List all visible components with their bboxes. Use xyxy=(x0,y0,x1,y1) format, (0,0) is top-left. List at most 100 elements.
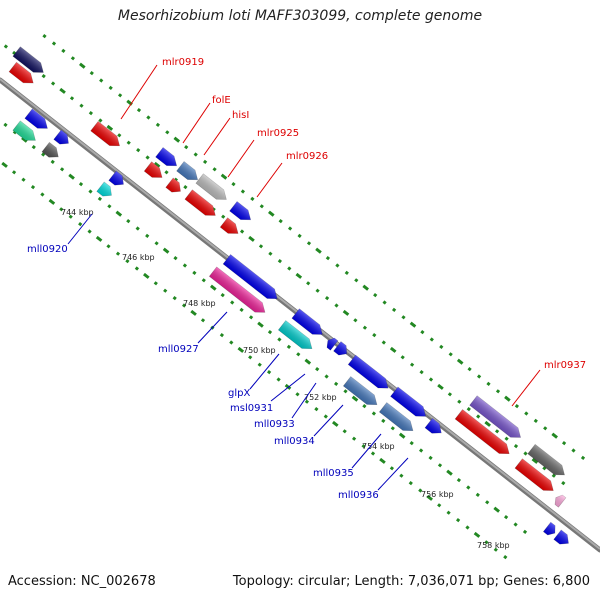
tick-mark xyxy=(533,418,538,424)
tick-mark xyxy=(362,403,367,409)
tick-mark xyxy=(495,389,501,394)
gene-label-mll0935[interactable]: mll0935 xyxy=(313,468,354,479)
tick-mark xyxy=(89,70,94,76)
tick-mark xyxy=(446,510,451,515)
tick-mark xyxy=(268,210,275,217)
gene-label-mlr0937[interactable]: mlr0937 xyxy=(544,360,586,371)
tick-mark xyxy=(193,152,198,157)
tick-mark xyxy=(315,247,322,254)
tick-mark xyxy=(257,321,264,328)
gene-label-folE[interactable]: folE xyxy=(212,95,231,106)
gene-arrow[interactable] xyxy=(552,493,567,508)
gene-arrow[interactable] xyxy=(553,529,572,548)
gene-arrow[interactable] xyxy=(390,386,430,421)
gene-arrow[interactable] xyxy=(41,141,62,161)
tick-mark xyxy=(268,251,273,256)
gene-label-mlr0925[interactable]: mlr0925 xyxy=(257,128,299,139)
tick-mark xyxy=(200,318,206,323)
plus-strand-labels: mlr0919 folE hisI mlr0925 mlr0926 mlr093… xyxy=(162,57,586,371)
gene-label-glpX[interactable]: glpX xyxy=(228,388,250,399)
gene-arrow[interactable] xyxy=(542,521,558,538)
gene-arrow-shade xyxy=(155,147,177,166)
tick-mark xyxy=(21,136,28,143)
tick-mark xyxy=(296,352,301,357)
gene-label-mll0927[interactable]: mll0927 xyxy=(158,344,199,355)
gene-label-msl0931[interactable]: msl0931 xyxy=(230,403,273,414)
gene-arrow[interactable] xyxy=(24,108,51,133)
tick-mark xyxy=(391,307,397,313)
gene-arrow[interactable] xyxy=(378,402,416,436)
tick-mark xyxy=(258,244,264,249)
tick-mark xyxy=(465,525,470,530)
gene-arrow[interactable] xyxy=(96,181,115,200)
tick-mark xyxy=(484,540,489,545)
tick-mark xyxy=(351,436,357,441)
gene-arrow[interactable] xyxy=(108,170,127,189)
gene-arrow-shade xyxy=(42,142,59,158)
tick-mark xyxy=(108,85,113,91)
gene-label-mll0934[interactable]: mll0934 xyxy=(274,436,315,447)
gene-arrow[interactable] xyxy=(165,177,184,196)
gene-label-hisI[interactable]: hisI xyxy=(232,110,249,121)
gene-arrow[interactable] xyxy=(514,458,557,496)
gene-arrow[interactable] xyxy=(229,201,255,224)
gene-arrow-shade xyxy=(144,161,163,178)
gene-label-mlr0919[interactable]: mlr0919 xyxy=(162,57,204,68)
gene-arrow-shade xyxy=(455,409,510,454)
tick-mark xyxy=(106,124,114,131)
tick-mark xyxy=(42,33,47,39)
tick-mark xyxy=(389,466,395,471)
tick-mark xyxy=(126,140,131,145)
gene-arrow[interactable] xyxy=(184,189,219,220)
gene-arrow[interactable] xyxy=(176,161,202,184)
gene-features xyxy=(8,46,572,548)
tick-mark xyxy=(371,411,377,416)
tick-mark xyxy=(400,355,405,360)
gene-arrow-shade xyxy=(12,120,36,141)
gene-arrow[interactable] xyxy=(324,336,339,351)
tick-mark xyxy=(381,340,386,345)
gene-arrow[interactable] xyxy=(347,354,392,393)
tick-mark xyxy=(125,258,130,264)
tick-mark xyxy=(250,196,255,202)
gene-arrow[interactable] xyxy=(333,341,351,359)
gene-label-mll0933[interactable]: mll0933 xyxy=(254,419,295,430)
gene-arrow[interactable] xyxy=(90,120,124,150)
tick-mark xyxy=(504,436,509,441)
gene-label-mlr0926[interactable]: mlr0926 xyxy=(286,151,328,162)
gene-arrow[interactable] xyxy=(155,147,181,170)
tick-mark xyxy=(514,403,520,409)
gene-label-mll0920[interactable]: mll0920 xyxy=(27,244,68,255)
tick-mark xyxy=(315,366,320,372)
tick-mark xyxy=(389,346,397,353)
gene-label-mll0936[interactable]: mll0936 xyxy=(338,490,379,501)
gene-arrow[interactable] xyxy=(12,120,39,145)
gene-arrow[interactable] xyxy=(143,161,166,183)
gene-arrow[interactable] xyxy=(291,308,326,339)
gene-arrow[interactable] xyxy=(12,46,47,77)
gene-arrow[interactable] xyxy=(277,320,315,354)
scale-label: 748 kbp xyxy=(183,299,216,308)
gene-arrow[interactable] xyxy=(454,409,513,459)
gene-arrow[interactable] xyxy=(208,266,268,317)
gene-arrow-shade xyxy=(53,129,69,145)
gene-arrow[interactable] xyxy=(527,443,568,479)
tick-mark xyxy=(68,214,73,219)
gene-arrow[interactable] xyxy=(219,217,242,239)
gene-arrow[interactable] xyxy=(53,129,72,148)
gene-arrow[interactable] xyxy=(222,254,281,304)
tick-mark xyxy=(59,87,66,94)
gene-arrow[interactable] xyxy=(195,173,230,204)
tick-mark xyxy=(1,161,8,168)
gene-arrow[interactable] xyxy=(8,61,37,87)
gene-arrow[interactable] xyxy=(469,395,525,442)
gene-arrow[interactable] xyxy=(342,376,380,410)
tick-mark xyxy=(172,295,177,301)
gene-arrow[interactable] xyxy=(424,417,445,437)
tick-mark xyxy=(145,233,150,239)
tick-mark xyxy=(447,392,453,397)
tick-mark xyxy=(68,173,75,180)
tick-mark xyxy=(372,332,377,338)
tick-mark xyxy=(136,147,141,153)
tick-mark xyxy=(456,358,464,365)
